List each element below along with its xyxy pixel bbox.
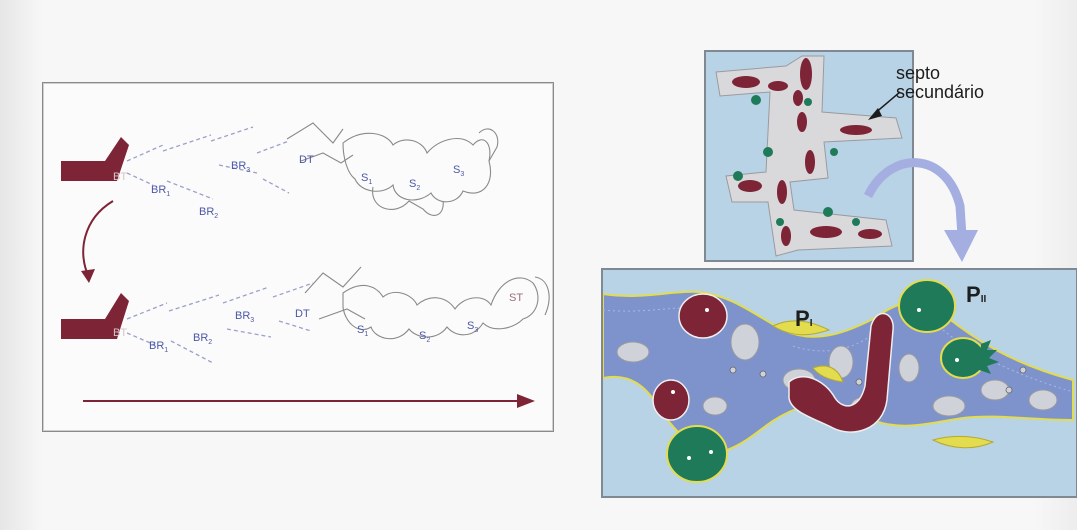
bottom-dt-label: DT [295,308,310,320]
p2-subscript: II [981,294,987,305]
septo-secundario-label: septo secundário [896,64,984,102]
septo-line1: septo [896,64,984,83]
progression-arrowhead [517,394,535,408]
top-br2-label: BR2 [199,206,218,220]
bottom-bt-label: BT [113,327,127,339]
top-bt-label: BT [113,171,127,183]
secondary-septum-panel [704,50,914,262]
septo-line2: secundário [896,83,984,102]
top-s1-label: S1 [361,172,372,186]
top-tree: BT BR1 BR2 BR3 DT S1 S2 S3 [61,123,498,220]
top-dt-label: DT [299,154,314,166]
type-one-pneumocyte-label: PI [795,306,812,332]
p1-subscript: I [810,318,813,329]
alveolar-wall-panel [601,268,1077,498]
bottom-st-label: ST [509,292,523,304]
bottom-br1-label: BR1 [149,340,168,354]
bottom-s2-label: S2 [419,330,430,344]
bottom-br3-label: BR3 [235,310,254,324]
p2-letter: P [966,282,981,307]
alveolar-wall-drawing [603,270,1076,496]
type-two-pneumocyte-label: PII [966,282,986,308]
bottom-s3-label: S3 [467,320,478,334]
bottom-tree: BT BR1 BR2 BR3 DT S1 S2 S3 ST [61,267,549,363]
top-s2-label: S2 [409,178,420,192]
bottom-s1-label: S1 [357,324,368,338]
septum-drawing [706,52,912,260]
top-br3-label: BR3 [231,160,250,174]
bronchial-tree-panel: BT BR1 BR2 BR3 DT S1 S2 S3 [42,82,554,432]
bronchial-tree-drawing: BT BR1 BR2 BR3 DT S1 S2 S3 [43,83,553,431]
p1-letter: P [795,306,810,331]
top-s3-label: S3 [453,164,464,178]
transition-curve-arrow [83,201,113,277]
bottom-br2-label: BR2 [193,332,212,346]
transition-arrowhead [81,269,95,283]
top-br1-label: BR1 [151,184,170,198]
